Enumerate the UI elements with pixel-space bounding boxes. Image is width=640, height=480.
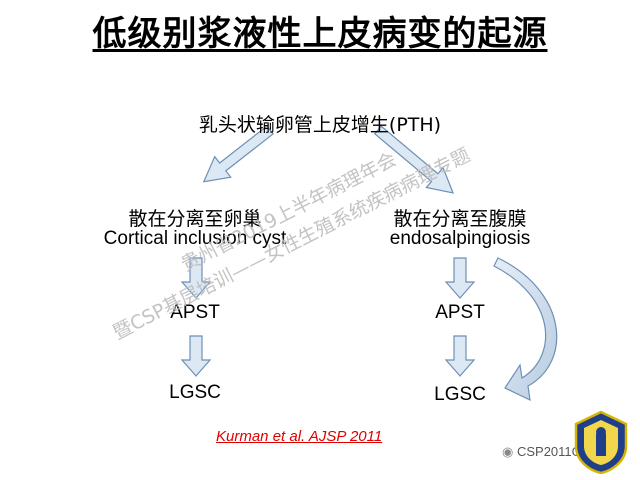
node-lgsc-right: LGSC (434, 384, 486, 405)
node-pth: 乳头状输卵管上皮增生(PTH) (198, 114, 442, 136)
arrow-pth-to-ovary (202, 125, 274, 183)
arrow-apst-to-lgsc-left (180, 335, 212, 377)
arrow-cyst-to-apst-left (180, 257, 212, 299)
node-peritoneum-cn: 散在分离至腹膜 (393, 208, 527, 230)
node-apst-right: APST (435, 302, 485, 323)
arrow-pth-to-peritoneum (373, 125, 455, 194)
node-ovary-cn: 散在分离至卵巢 (128, 208, 262, 230)
node-lgsc-left: LGSC (169, 382, 221, 403)
arrow-apst-to-lgsc-right (444, 335, 476, 377)
citation-link[interactable]: Kurman et al. AJSP 2011 (216, 428, 383, 445)
node-ovary-en: Cortical inclusion cyst (103, 228, 287, 249)
wechat-icon: ◉ (502, 444, 514, 459)
node-peritoneum-en: endosalpingiosis (389, 228, 531, 249)
csp-logo-icon (574, 410, 628, 474)
node-apst-left: APST (170, 302, 220, 323)
arrow-endo-to-apst-right (444, 257, 476, 299)
slide-title: 低级别浆液性上皮病变的起源 (92, 14, 548, 54)
curved-arrow-endo-to-lgsc (493, 257, 558, 402)
